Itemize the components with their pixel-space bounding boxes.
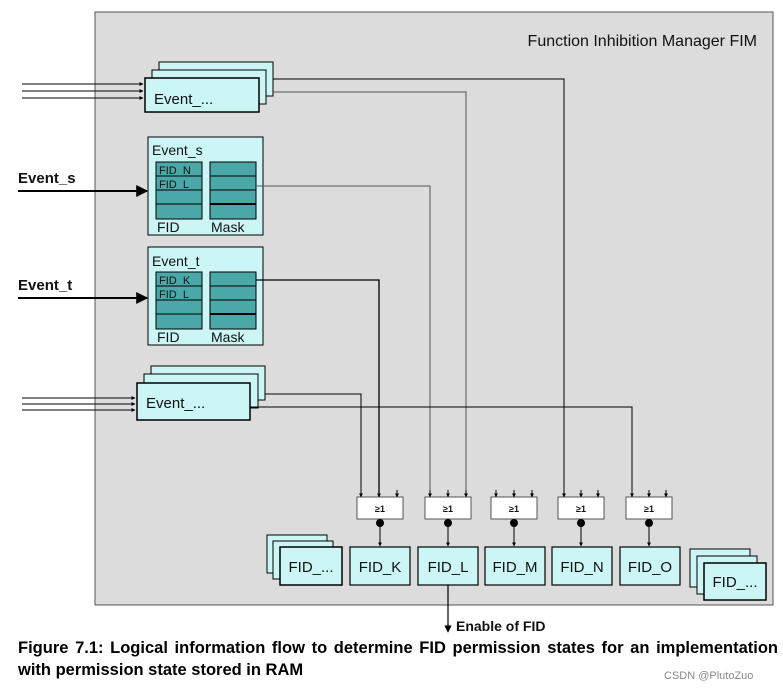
event-stack-top: Event_... xyxy=(144,61,274,113)
gate-k-label: ≥1 xyxy=(375,504,385,514)
event-stack-top-inputs xyxy=(22,82,144,100)
event-t-fid-2: FID_L xyxy=(159,289,189,301)
gate-n-label: ≥1 xyxy=(576,504,586,514)
gate-input-ticks xyxy=(359,490,668,498)
fid-l-box: FID_L xyxy=(417,546,479,586)
event-s-title: Event_s xyxy=(152,142,203,158)
gate-l-label: ≥1 xyxy=(443,504,453,514)
input-event-t-label: Event_t xyxy=(18,277,72,294)
event-stack-bottom-inputs xyxy=(22,396,136,412)
fid-o-box: FID_O xyxy=(619,546,681,586)
input-event-s-label: Event_s xyxy=(18,170,76,187)
event-s-col-mask: Mask xyxy=(211,219,245,235)
fid-stack-right-label: FID_... xyxy=(712,574,757,591)
gate-o-label: ≥1 xyxy=(644,504,654,514)
fid-l-label: FID_L xyxy=(428,559,469,576)
fid-stack-left: FID_... xyxy=(266,534,343,586)
gate-o: ≥1 xyxy=(625,496,673,520)
fid-n-label: FID_N xyxy=(560,559,603,576)
fid-m-box: FID_M xyxy=(484,546,546,586)
gate-m: ≥1 xyxy=(490,496,538,520)
event-stack-bottom-label: Event_... xyxy=(146,395,205,412)
event-t-col-fid: FID xyxy=(157,329,180,345)
gate-l: ≥1 xyxy=(424,496,472,520)
enable-label: Enable of FID xyxy=(456,618,545,634)
event-t-title: Event_t xyxy=(152,253,200,269)
event-s-table: Event_s FID_N FID_L FID Mask xyxy=(147,136,264,236)
fim-title: Function Inhibition Manager FIM xyxy=(528,33,757,50)
fid-m-label: FID_M xyxy=(493,559,538,576)
gate-outputs xyxy=(376,519,653,547)
fid-k-box: FID_K xyxy=(349,546,411,586)
event-stack-top-label: Event_... xyxy=(154,91,213,108)
fid-k-label: FID_K xyxy=(359,559,402,576)
gate-m-label: ≥1 xyxy=(509,504,519,514)
fid-n-box: FID_N xyxy=(551,546,613,586)
watermark: CSDN @PlutoZuo xyxy=(664,670,754,682)
fid-stack-right: FID_... xyxy=(689,548,767,601)
gate-n: ≥1 xyxy=(557,496,605,520)
connection-lines xyxy=(250,78,633,497)
fid-stack-left-label: FID_... xyxy=(288,559,333,576)
fid-o-label: FID_O xyxy=(628,559,672,576)
event-t-col-mask: Mask xyxy=(211,329,245,345)
event-s-fid-2: FID_L xyxy=(159,179,189,191)
event-s-col-fid: FID xyxy=(157,219,180,235)
gate-k: ≥1 xyxy=(356,496,404,520)
figure-caption: Figure 7.1: Logical information flow to … xyxy=(18,639,778,679)
event-stack-bottom: Event_... xyxy=(136,365,266,421)
event-t-table: Event_t FID_K FID_L FID Mask xyxy=(147,246,264,346)
event-s-fid-1: FID_N xyxy=(159,165,191,177)
event-t-fid-1: FID_K xyxy=(159,275,191,287)
